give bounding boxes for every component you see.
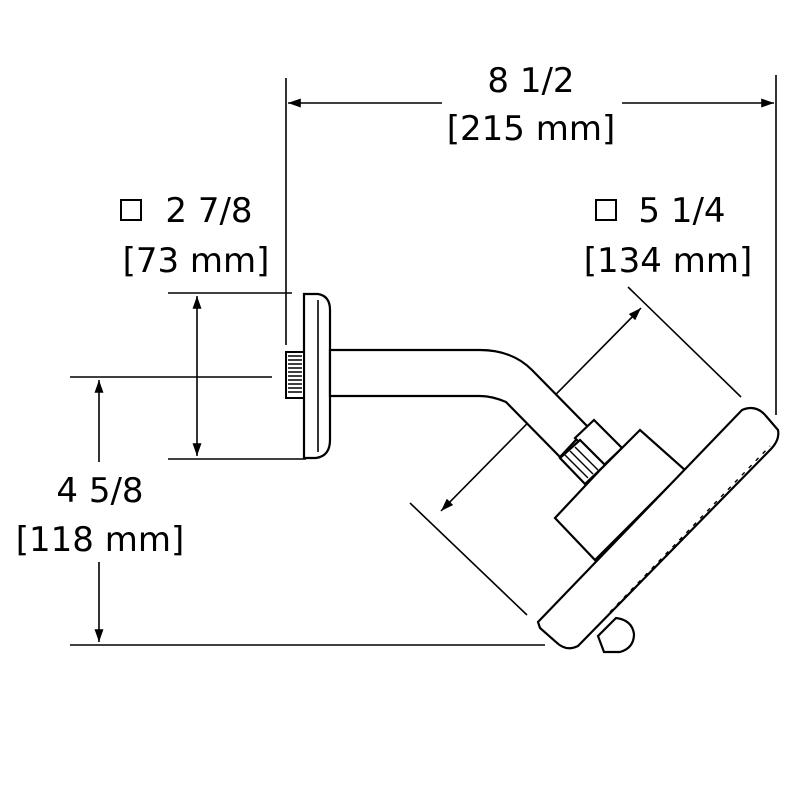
spray-knob <box>596 616 636 654</box>
connector-nut <box>558 418 624 486</box>
thread-lines <box>288 355 302 393</box>
drop-height-metric: [118 mm] <box>16 520 184 560</box>
drop-height-fraction: 4 5/8 <box>56 471 143 511</box>
flange-square-dimension: 2 7/8 [73 mm] <box>123 191 306 460</box>
head-square-dimension: 5 1/4 [134 mm] <box>409 191 752 616</box>
shower-arm <box>328 348 590 459</box>
thread-body <box>285 351 305 399</box>
overall-width-dimension: 8 1/2 [215 mm] <box>285 61 777 415</box>
overall-width-fraction: 8 1/2 <box>487 61 574 101</box>
square-symbol-flange-icon <box>120 199 142 221</box>
head-square-metric: [134 mm] <box>584 241 752 281</box>
flange-body <box>302 292 332 460</box>
wall-flange <box>302 292 332 460</box>
wall-thread <box>285 351 305 399</box>
head-extension-upper <box>627 286 742 398</box>
flange-square-metric: [73 mm] <box>123 241 270 281</box>
head-square-fraction: 5 1/4 <box>638 191 725 231</box>
overall-width-metric: [215 mm] <box>447 109 615 149</box>
drop-height-dimension: 4 5/8 [118 mm] <box>16 376 545 646</box>
head-extension-lower <box>409 502 528 616</box>
shower-head <box>536 406 780 654</box>
square-symbol-head-icon <box>595 199 617 221</box>
nut-thread-lines <box>564 446 599 479</box>
nozzle-row <box>609 445 771 613</box>
flange-square-fraction: 2 7/8 <box>165 191 252 231</box>
head-faceplate <box>536 406 780 650</box>
